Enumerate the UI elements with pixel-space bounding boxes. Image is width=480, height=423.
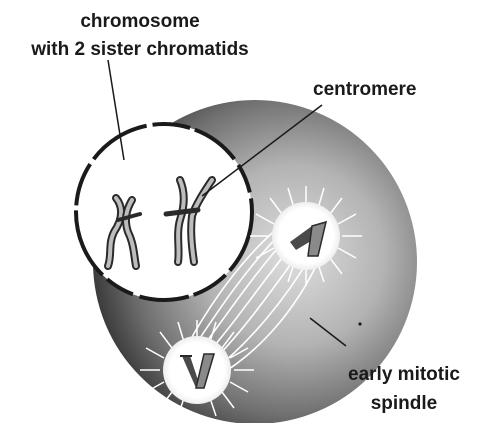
chromosome-label-line2: with 2 sister chromatids	[30, 39, 249, 60]
centromere-label: centromere	[313, 79, 417, 100]
spindle-label-line1: early mitotic	[348, 364, 460, 385]
chromosome-label-line1: chromosome	[80, 11, 199, 32]
spindle-label-line2: spindle	[371, 393, 438, 414]
speck-dot	[358, 322, 361, 325]
